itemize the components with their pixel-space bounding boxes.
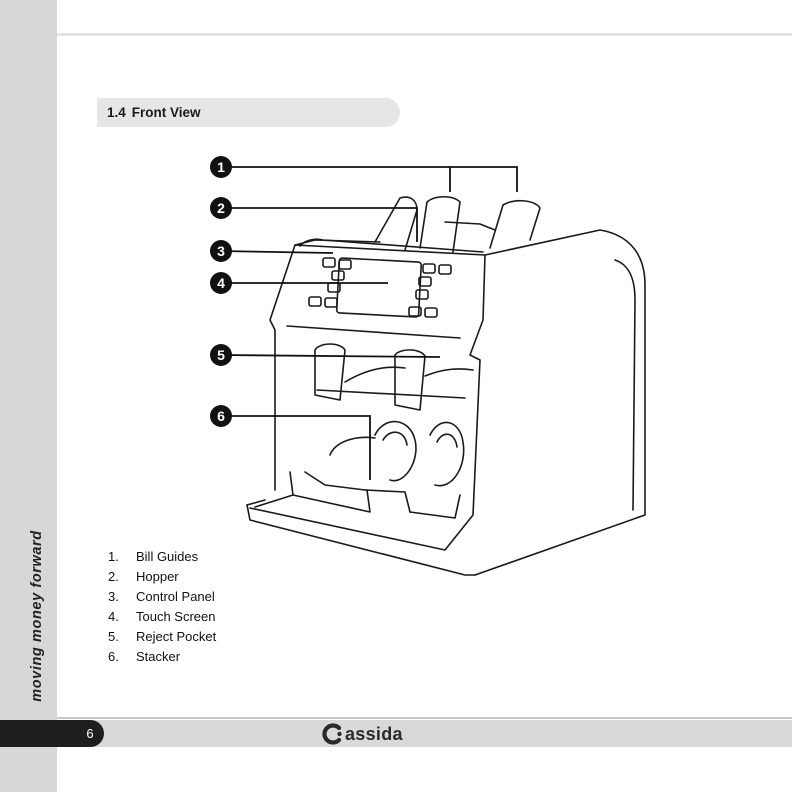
legend-item: 2.Hopper (108, 567, 216, 587)
legend-item: 6.Stacker (108, 647, 216, 667)
callout-1: 1 (210, 156, 232, 178)
section-heading: 1.4 Front View (97, 98, 400, 127)
callout-3-label: 3 (217, 243, 225, 259)
sidebar: moving money forward (0, 0, 57, 792)
section-title: Front View (132, 105, 201, 120)
legend-item-label: Touch Screen (136, 609, 216, 624)
callout-4-label: 4 (217, 275, 225, 291)
callout-5: 5 (210, 344, 232, 366)
legend-item-number: 1. (108, 547, 136, 567)
parts-legend: 1.Bill Guides 2.Hopper 3.Control Panel 4… (108, 547, 216, 667)
legend-item-number: 2. (108, 567, 136, 587)
callout-5-label: 5 (217, 347, 225, 363)
legend-item-number: 6. (108, 647, 136, 667)
legend-item: 3.Control Panel (108, 587, 216, 607)
callout-1-label: 1 (217, 159, 225, 175)
callout-6-label: 6 (217, 408, 225, 424)
callout-6: 6 (210, 405, 232, 427)
front-view-illustration: 1 2 3 4 5 6 (205, 150, 665, 580)
legend-item-label: Bill Guides (136, 549, 198, 564)
callout-2-label: 2 (217, 200, 225, 216)
section-number: 1.4 (107, 105, 126, 120)
legend-item-label: Reject Pocket (136, 629, 216, 644)
legend-item-number: 5. (108, 627, 136, 647)
footer-band (57, 720, 792, 747)
top-divider (57, 33, 792, 36)
legend-item: 4.Touch Screen (108, 607, 216, 627)
callout-lines (219, 167, 517, 480)
legend-item-label: Hopper (136, 569, 179, 584)
machine-drawing (247, 197, 645, 575)
callout-3: 3 (210, 240, 232, 262)
legend-item-number: 4. (108, 607, 136, 627)
page-number: 6 (83, 720, 97, 747)
footer-divider (57, 717, 792, 719)
callout-4: 4 (210, 272, 232, 294)
legend-item: 5.Reject Pocket (108, 627, 216, 647)
legend-item-label: Stacker (136, 649, 180, 664)
callout-2: 2 (210, 197, 232, 219)
brand-logo: assida (322, 722, 403, 746)
legend-item-number: 3. (108, 587, 136, 607)
cassida-c-icon (322, 723, 344, 745)
brand-wordmark: assida (345, 724, 403, 745)
legend-item-label: Control Panel (136, 589, 215, 604)
sidebar-tagline: moving money forward (29, 516, 51, 716)
legend-item: 1.Bill Guides (108, 547, 216, 567)
